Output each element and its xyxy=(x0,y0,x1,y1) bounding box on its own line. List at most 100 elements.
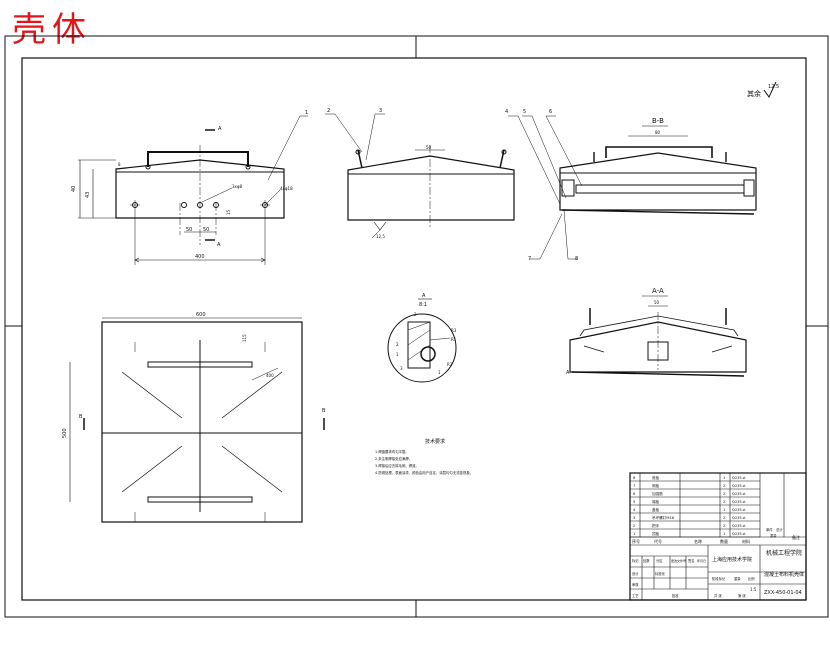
parts-cell-no: 4 xyxy=(633,508,636,512)
inner-frame xyxy=(21,57,807,601)
detail-dim-5: 3 xyxy=(400,366,403,371)
detail-dim-1: R3 xyxy=(451,328,457,333)
title-label-stage: 阶段标记 xyxy=(712,576,726,581)
parts-row: 3 吊环螺钉M16 2 Q235-A xyxy=(630,515,760,522)
title-label-standard: 标准化 xyxy=(655,571,666,576)
parts-cell-qty: 2 xyxy=(723,516,725,520)
front-dim-left: 8 xyxy=(118,162,121,167)
title-label-zone: 分区 xyxy=(656,558,663,563)
detail-dim-7: 1 xyxy=(438,370,441,375)
detail-dim-2: R1 xyxy=(451,337,457,342)
roughness-label: 其余 xyxy=(747,89,761,98)
parts-cell-name: 侧板 xyxy=(652,483,660,488)
front-dim-spacing-a: 50 xyxy=(186,227,192,233)
side-roughness: 12.5 xyxy=(376,234,385,239)
balloon-7: 7 xyxy=(528,256,531,262)
roughness-symbol: 其余 12.5 xyxy=(747,81,779,98)
section-bb-dim-width: 80 xyxy=(655,130,661,135)
balloon-4: 4 xyxy=(505,109,508,115)
parts-cell-material: Q235-A xyxy=(732,516,746,520)
parts-cell-material: Q235-A xyxy=(732,492,746,496)
tech-heading: 技术要求 xyxy=(425,438,445,445)
parts-cell-no: 3 xyxy=(633,516,635,520)
detail-dim-3: 2 xyxy=(396,342,399,347)
parts-cell-name: 盖板 xyxy=(652,507,660,512)
balloon-8: 8 xyxy=(575,256,578,262)
outer-frame xyxy=(4,35,829,618)
side-view: 50 12.5 2 3 xyxy=(325,108,515,239)
parts-cell-no: 1 xyxy=(633,532,635,536)
title-label-approve: 批准 xyxy=(672,593,679,598)
balloon-3: 3 xyxy=(379,108,382,114)
parts-cell-qty: 1 xyxy=(723,508,725,512)
detail-scale: 8:1 xyxy=(419,302,427,308)
parts-cell-name: 吊环螺钉M16 xyxy=(652,515,675,520)
parts-cell-material: Q235-A xyxy=(732,524,746,528)
title-label-scale: 比例 xyxy=(748,576,755,581)
title-label-sheet-no: 第 张 xyxy=(738,593,746,598)
balloon-6: 6 xyxy=(549,109,552,115)
front-section-marker-bottom: A xyxy=(217,242,221,248)
title-drawing-name: 混凝土布料机壳体 xyxy=(764,571,804,578)
header-no: 序号 xyxy=(632,538,640,544)
tech-line-2: 2.未注明焊接处应满焊。 xyxy=(375,456,412,461)
section-bb-label: B-B xyxy=(652,117,664,125)
top-view: 600 500 115 400 B B xyxy=(62,312,326,523)
parts-row: 8 底板 1 Q235-A xyxy=(630,475,760,482)
top-dim-offset: 115 xyxy=(242,334,247,342)
section-aa-view: A-A 50 A xyxy=(566,287,747,377)
top-dim-width: 600 xyxy=(196,312,206,318)
title-label-date: 年月日 xyxy=(697,558,706,563)
title-label-review: 审核 xyxy=(632,582,639,587)
roughness-value: 12.5 xyxy=(768,84,779,90)
balloon-1: 1 xyxy=(305,110,308,116)
top-section-marker-left: B xyxy=(79,414,83,420)
section-aa-dim-width: 50 xyxy=(654,300,660,305)
parts-cell-no: 6 xyxy=(633,492,636,496)
tech-line-1: 1.焊缝要求均匀平整。 xyxy=(375,449,409,454)
tech-line-4: 4.防锈处理，表面涂漆，颜色由用户自定，涂层均匀无流挂现象。 xyxy=(375,470,473,475)
parts-cell-name: 底板 xyxy=(652,475,660,480)
header-note: 备注 xyxy=(792,534,800,540)
front-dim-body: 43 xyxy=(85,192,91,198)
parts-cell-no: 8 xyxy=(633,476,636,480)
title-label-sign: 签名 xyxy=(688,558,695,563)
title-label-design: 设计 xyxy=(632,571,639,576)
front-dim-width: 400 xyxy=(195,254,205,260)
front-dim-small: 15 xyxy=(226,209,231,215)
top-section-marker-right: B xyxy=(322,408,326,414)
header-code: 代号 xyxy=(654,538,662,544)
parts-cell-name: 端板 xyxy=(652,499,660,504)
parts-cell-material: Q235-A xyxy=(732,508,746,512)
title-dept: 机械工程学院 xyxy=(766,549,802,557)
detail-dim-0: 2 xyxy=(414,312,417,317)
parts-cell-qty: 1 xyxy=(723,532,725,536)
parts-cell-qty: 2 xyxy=(723,492,725,496)
parts-row: 6 加强筋 2 Q235-A xyxy=(630,491,760,498)
parts-cell-material: Q235-A xyxy=(732,476,746,480)
front-section-marker: A xyxy=(218,126,222,132)
front-thread-label: 4xφ18 xyxy=(280,186,293,191)
parts-cell-qty: 2 xyxy=(723,524,725,528)
parts-cell-material: Q235-A xyxy=(732,532,746,536)
parts-cell-material: Q235-A xyxy=(732,500,746,504)
header-qty: 数量 xyxy=(720,538,728,544)
title-label-weight: 重量 xyxy=(734,576,741,581)
parts-cell-material: Q235-A xyxy=(732,484,746,488)
front-hole-label: 3xφ8 xyxy=(232,184,243,189)
front-dim-height: 40 xyxy=(71,186,77,192)
balloon-5: 5 xyxy=(523,109,526,115)
title-label-process: 工艺 xyxy=(632,593,639,598)
parts-cell-no: 5 xyxy=(633,500,635,504)
parts-cell-qty: 1 xyxy=(723,476,725,480)
detail-a-view: A 8:1 2 R3 R1 2 1 3 R3 1 xyxy=(387,293,457,383)
section-aa-label: A-A xyxy=(652,287,664,295)
header-total-weight: 总计 xyxy=(776,527,783,532)
front-dim-spacing-b: 50 xyxy=(203,227,209,233)
parts-cell-name: 加强筋 xyxy=(652,491,663,496)
